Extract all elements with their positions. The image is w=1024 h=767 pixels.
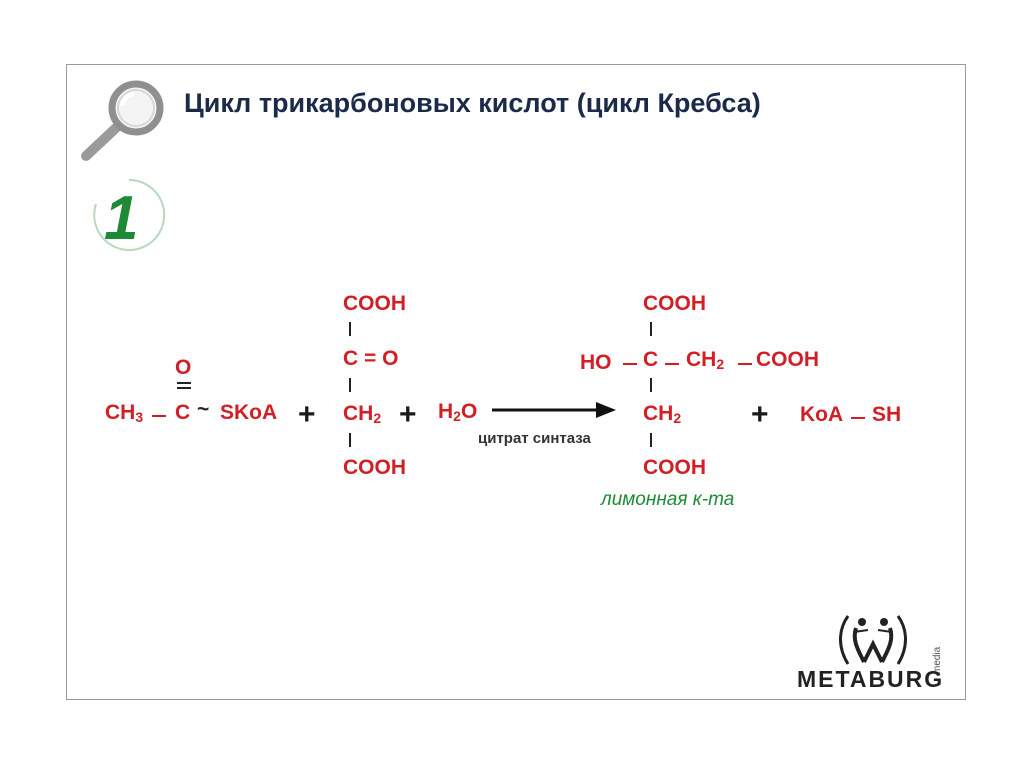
oxaloacetate-c-o: C = O: [343, 347, 399, 370]
acetyl-o: O: [175, 356, 192, 379]
page-title: Цикл трикарбоновых кислот (цикл Кребса): [184, 88, 761, 118]
citrate-cooh-right: COOH: [756, 348, 819, 371]
bond-dash: [623, 363, 637, 365]
metaburg-logo-icon: [839, 615, 907, 665]
thioester-tilde: ~: [197, 398, 210, 421]
citrate-c: C: [643, 348, 659, 371]
reaction-arrow-icon: [492, 402, 616, 418]
oxaloacetate-ch2: CH2: [343, 402, 382, 426]
double-bond-line: [177, 387, 191, 389]
plus-sign: +: [751, 398, 769, 431]
acetyl-ch3: CH3: [105, 401, 144, 425]
water: H2O: [438, 400, 478, 424]
bond-dash: [665, 363, 679, 365]
step-number: 1: [104, 184, 139, 253]
slide-frame: [66, 64, 966, 700]
bond-bar: [650, 433, 652, 447]
citrate-ch2: CH2: [643, 402, 682, 426]
oxaloacetate-cooh-bottom: COOH: [343, 456, 406, 479]
acetyl-c: C: [175, 401, 191, 424]
bond-dash: [851, 417, 865, 419]
bond-dash: [152, 415, 166, 417]
coa-sh: SH: [872, 403, 902, 426]
citrate-cooh-top: COOH: [643, 292, 706, 315]
citrate-ho: HO: [580, 351, 612, 374]
bond-dash: [738, 363, 752, 365]
bond-bar: [349, 322, 351, 336]
bond-bar: [349, 433, 351, 447]
magnifier-icon: [81, 80, 164, 161]
citrate-cooh-bottom: COOH: [643, 456, 706, 479]
plus-sign: +: [399, 398, 417, 431]
citrate-ch2-right: CH2: [686, 348, 725, 372]
enzyme-label: цитрат синтаза: [478, 430, 591, 447]
acetyl-skoa: SKoA: [220, 401, 278, 424]
logo-name: METABURG: [797, 666, 945, 692]
bond-bar: [650, 322, 652, 336]
citrate-name: лимонная к-та: [601, 489, 735, 510]
bond-bar: [650, 378, 652, 392]
double-bond-line: [177, 382, 191, 384]
coa-koa: KoA: [800, 403, 844, 426]
plus-sign: +: [298, 398, 316, 431]
step-circle-icon: [93, 178, 166, 251]
oxaloacetate-cooh-top: COOH: [343, 292, 406, 315]
bond-bar: [349, 378, 351, 392]
